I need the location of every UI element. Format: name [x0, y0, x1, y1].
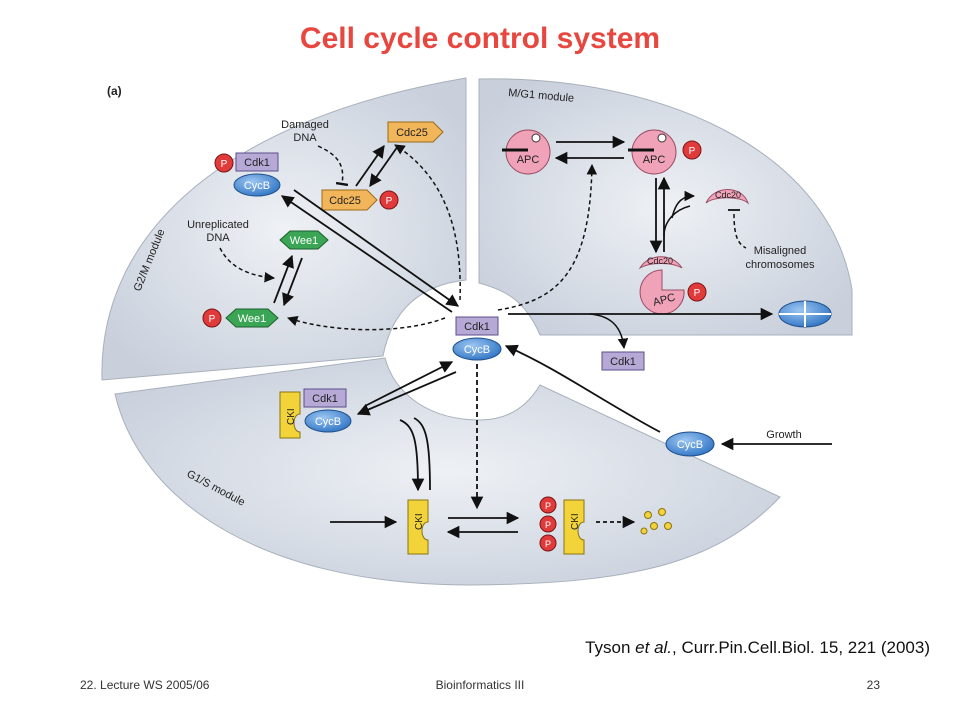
citation-ref: , Curr.Pin.Cell.Biol. 15, 221 (2003): [672, 638, 930, 657]
misaligned-label-1: Misaligned: [754, 245, 807, 257]
phospho-label: P: [545, 520, 551, 530]
cdk1-label: Cdk1: [244, 157, 270, 169]
panel-label: (a): [107, 84, 122, 98]
wee1-active-label: Wee1: [290, 235, 319, 247]
arrow: [671, 190, 696, 219]
arrow: [293, 189, 460, 307]
phospho-dot: [682, 140, 702, 160]
arrow: [413, 417, 431, 491]
phospho-label: P: [209, 314, 216, 325]
damaged-dna-label-1: Damaged: [281, 119, 329, 131]
citation-author: Tyson: [585, 638, 636, 657]
cki-label: CKI: [570, 513, 581, 530]
degradation-products: [640, 508, 672, 535]
footer-lecture: 22. Lecture WS 2005/06: [80, 678, 210, 692]
slide-title: Cell cycle control system: [299, 22, 661, 55]
arrow: [355, 144, 385, 187]
cki-shape: [279, 391, 301, 439]
cycb-label: CycB: [244, 180, 270, 192]
phospho-label: P: [545, 539, 551, 549]
arrow: [369, 145, 399, 188]
phospho-dot: [539, 534, 557, 552]
phospho-dot: [214, 153, 234, 173]
arrow: [282, 257, 303, 307]
apc-complex: [505, 129, 551, 175]
unreplicated-dna-label-1: Unreplicated: [187, 219, 249, 231]
cycb-label: CycB: [464, 344, 490, 356]
cycb-label: CycB: [677, 439, 703, 451]
apc-complex: [631, 129, 677, 175]
arrow: [589, 313, 629, 350]
arrow: [663, 205, 691, 237]
citation: Tyson et al., Curr.Pin.Cell.Biol. 15, 22…: [585, 638, 930, 658]
wee1-phospho-label: Wee1: [238, 313, 267, 325]
apc-marker: [531, 133, 541, 143]
cycb-ellipse: [452, 337, 502, 361]
cki-label: CKI: [286, 408, 297, 425]
cdk1-box: [601, 351, 645, 371]
cdc20-bound: [638, 256, 683, 270]
cdc25-active: [387, 121, 444, 143]
cycb-ellipse: [304, 409, 352, 433]
cdc20-bound-label: Cdc20: [647, 256, 673, 266]
inhibit-arrow: [733, 213, 747, 249]
arrow: [364, 361, 454, 407]
phospho-dot: [687, 282, 707, 302]
apc-label: APC: [643, 154, 666, 166]
wee1-active: [279, 230, 329, 250]
cdc25-phospho-label: Cdc25: [329, 195, 361, 207]
phospho-dot: [202, 308, 222, 328]
cdk1-box: [455, 316, 499, 336]
arrow: [273, 254, 294, 304]
growth-label: Growth: [766, 429, 801, 441]
cdk1-box: [235, 152, 279, 172]
apc-complex: [639, 269, 685, 315]
cycb-label: CycB: [315, 416, 341, 428]
inhibit-arrow: [317, 145, 349, 187]
cdc25-active-label: Cdc25: [396, 127, 428, 139]
cdk1-box: [303, 388, 347, 408]
arrow: [356, 371, 457, 416]
phospho-label: P: [545, 501, 551, 511]
citation-etal: et al.: [635, 638, 673, 657]
cdc20-free: [705, 189, 750, 205]
apc-label: APC: [517, 154, 540, 166]
damaged-dna-label-2: DNA: [293, 132, 317, 144]
phospho-dot: [379, 190, 399, 210]
cdc25-phospho: [321, 189, 378, 211]
arrow: [497, 163, 598, 311]
cki-shape: [407, 499, 429, 555]
phospho-dot: [539, 515, 557, 533]
wee1-phospho: [225, 308, 279, 328]
cycb-ellipse: [233, 173, 281, 197]
mg1-sector: [478, 78, 853, 336]
unreplicated-dna-label-2: DNA: [206, 232, 230, 244]
misaligned-label-2: chromosomes: [745, 259, 815, 271]
phospho-label: P: [221, 159, 228, 170]
arrow: [219, 247, 276, 283]
apc-marker: [657, 133, 667, 143]
cdc20-free-label: Cdc20: [715, 190, 741, 200]
phospho-label: P: [694, 288, 701, 299]
mg1-module-label: M/G1 module: [508, 87, 575, 105]
footer-page-number: 23: [866, 678, 880, 692]
arrow: [399, 419, 425, 492]
apc-label: APC: [652, 291, 677, 308]
cdk1-label: Cdk1: [312, 393, 338, 405]
phospho-label: P: [689, 146, 696, 157]
phospho-label: P: [386, 196, 393, 207]
cki-shape: [563, 499, 585, 555]
footer-course: Bioinformatics III: [435, 678, 525, 692]
phospho-dot: [539, 496, 557, 514]
arrow: [394, 144, 461, 301]
arrow: [504, 344, 661, 433]
cdk1-label: Cdk1: [610, 356, 636, 368]
cki-label: CKI: [414, 513, 425, 530]
cdk1-label: Cdk1: [464, 321, 490, 333]
g1s-sector: [114, 357, 781, 586]
arrow: [280, 195, 453, 313]
cycb-ellipse: [665, 431, 715, 457]
arrow: [287, 316, 446, 331]
